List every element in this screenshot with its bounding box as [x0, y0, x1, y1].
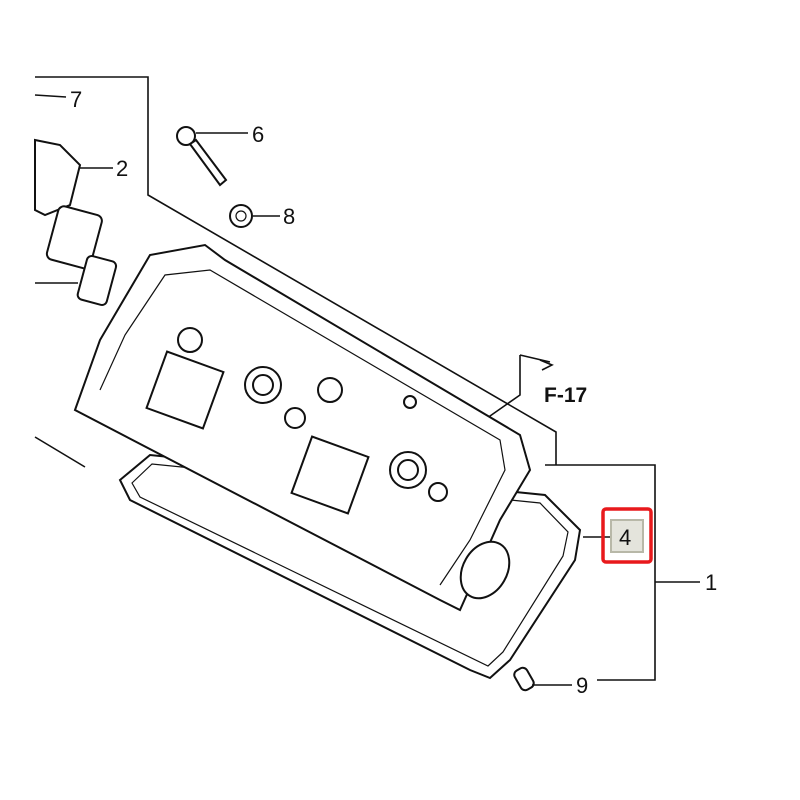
callout-2[interactable]: 2	[116, 156, 128, 181]
callout-8[interactable]: 8	[283, 204, 295, 229]
callout-1[interactable]: 1	[705, 570, 717, 595]
part-8-grommet	[229, 204, 253, 228]
part-6-bolt	[176, 126, 228, 187]
part-9-dowel	[513, 666, 535, 692]
part-2-cap	[34, 138, 118, 306]
cylinder-head-cover	[73, 243, 532, 612]
reference-f17[interactable]: F-17	[544, 384, 587, 407]
callout-6[interactable]: 6	[252, 122, 264, 147]
highlight-frame	[601, 507, 653, 564]
callout-4[interactable]: 4	[619, 525, 631, 550]
callout-box	[610, 519, 644, 553]
callout-7[interactable]: 7	[70, 87, 82, 112]
highlighted-callout-4[interactable]: 4	[601, 507, 653, 564]
callout-9[interactable]: 9	[576, 673, 588, 698]
bracket-lines	[34, 76, 700, 681]
